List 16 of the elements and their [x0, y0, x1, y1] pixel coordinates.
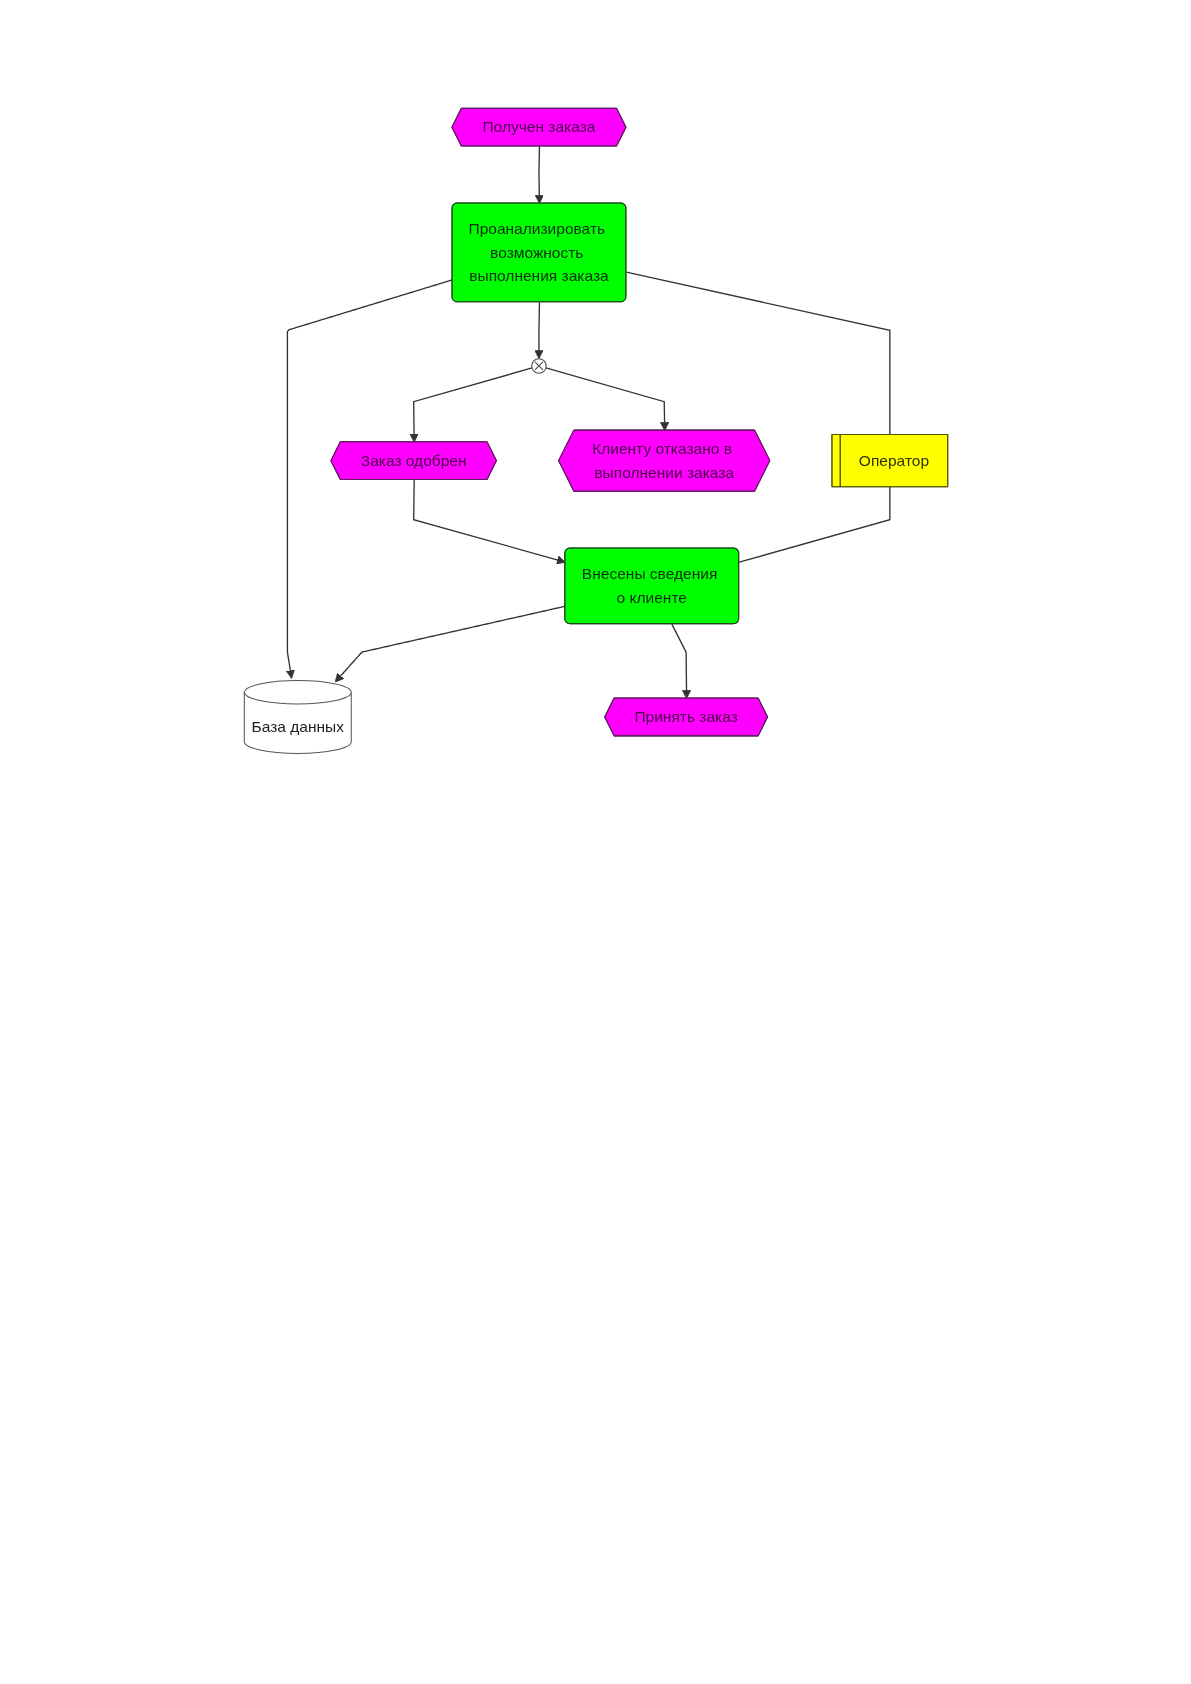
arrow	[533, 301, 543, 360]
function-box: Проанализировать возможность выполнения заказа	[451, 202, 626, 303]
event-hexagon: Принять заказ	[603, 697, 768, 737]
arrow	[544, 367, 669, 432]
connector-line	[738, 486, 890, 563]
arrow	[534, 145, 544, 204]
arrow	[409, 367, 533, 443]
database-cylinder: База данных	[243, 680, 352, 754]
event-hexagon: Клиенту отказано в выполнении заказа	[557, 429, 770, 492]
function-box: Внесены сведения о клиенте	[563, 547, 739, 625]
event-hexagon: Заказ одобрен	[329, 441, 497, 481]
connector-line	[625, 271, 890, 436]
arrow	[670, 623, 691, 700]
xor-gateway-circle	[530, 358, 547, 374]
event-hexagon: Получен заказа	[450, 107, 626, 147]
role-box: Оператор	[830, 434, 948, 488]
